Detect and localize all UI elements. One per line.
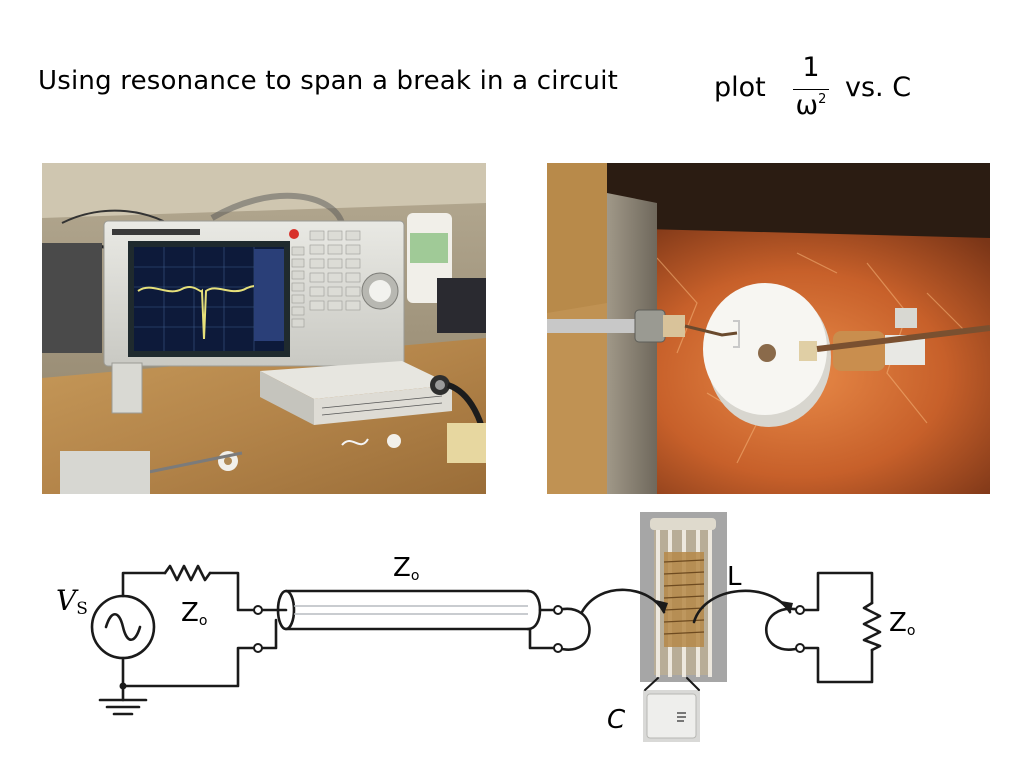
terminal-node	[795, 605, 805, 615]
voltage-source-label-main: V	[56, 584, 77, 617]
formula-prefix: plot	[714, 72, 766, 103]
right-loop-wire	[765, 607, 802, 651]
left-loop-wire	[556, 607, 591, 651]
arrowhead-right-icon	[781, 601, 793, 614]
capacitor-label: C	[607, 705, 626, 735]
fraction-bar	[793, 89, 829, 90]
ac-wave-icon	[104, 612, 142, 642]
slide-title: Using resonance to span a break in a cir…	[38, 66, 619, 96]
series-resistor-zigzag	[163, 564, 212, 582]
coax-right-end	[526, 589, 542, 631]
ground-icon	[98, 698, 148, 716]
line-impedance-sub: o	[410, 568, 420, 584]
formula-exponent: 2	[818, 92, 827, 107]
inductor-coil-photo	[640, 512, 727, 682]
spectrum-analyzer-photo	[42, 163, 486, 494]
formula-numerator: 1	[802, 52, 820, 83]
formula-suffix: vs. C	[845, 72, 912, 103]
source-bottom-wire	[121, 646, 260, 688]
load-resistor-zigzag	[862, 601, 882, 652]
ground-node	[119, 682, 127, 690]
copper-cavity-photo	[547, 163, 990, 494]
terminal-node	[553, 605, 563, 615]
load-impedance-main: Z	[889, 608, 907, 638]
capacitor-photo	[643, 690, 700, 742]
coax-bottom-wire	[256, 618, 278, 650]
voltage-source-label: VS	[56, 584, 88, 619]
inductor-label: L	[727, 562, 742, 592]
omega-symbol: ω	[795, 90, 819, 121]
coax-right-bottom-wire	[528, 627, 560, 650]
voltage-source-label-sub: S	[76, 599, 88, 619]
formula-denominator: ω2	[791, 90, 831, 121]
terminal-node	[795, 643, 805, 653]
load-top-wire	[798, 571, 874, 612]
terminal-node	[253, 643, 263, 653]
coax-center-conductor	[294, 605, 528, 615]
voltage-source-symbol	[90, 594, 156, 660]
series-impedance-label: Zo	[181, 598, 207, 629]
series-impedance-sub: o	[198, 613, 208, 629]
load-impedance-sub: o	[906, 623, 916, 639]
terminal-node	[253, 605, 263, 615]
load-impedance-label: Zo	[889, 608, 915, 639]
terminal-node	[553, 643, 563, 653]
series-resistor-wire	[208, 571, 260, 612]
source-top-wire	[121, 571, 167, 598]
series-impedance-main: Z	[181, 598, 199, 628]
load-bottom-wire	[798, 646, 874, 684]
coax-left-end	[276, 589, 296, 631]
line-impedance-label: Zo	[393, 553, 419, 584]
formula-fraction: 1 ω2	[791, 52, 831, 122]
line-impedance-main: Z	[393, 553, 411, 583]
